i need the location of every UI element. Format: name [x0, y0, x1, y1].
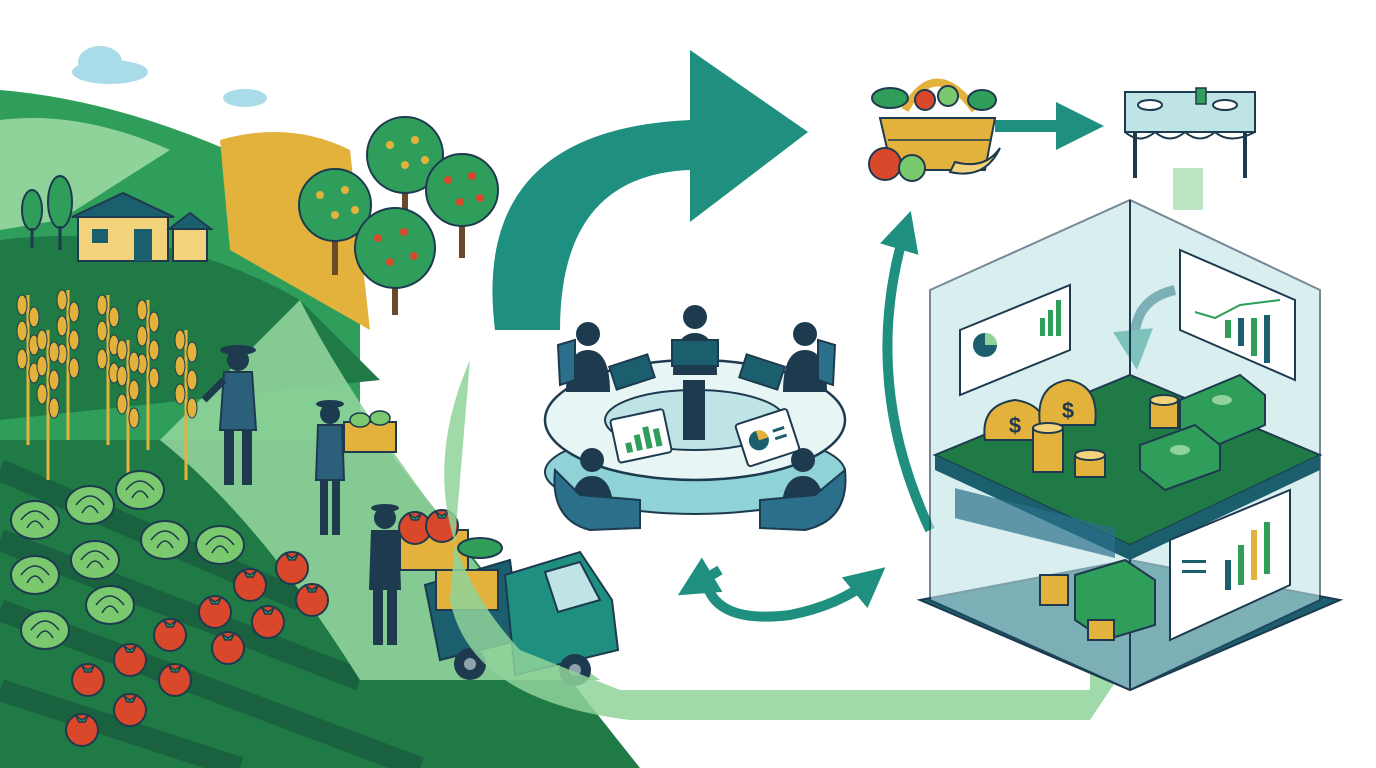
dining-table [1124, 87, 1256, 210]
cloud-icon [72, 46, 267, 107]
bar-chart-icon [625, 426, 663, 454]
harvest-workers [201, 345, 423, 645]
house-icon [71, 191, 214, 262]
tablet-bar-chart [609, 408, 673, 464]
money-bag-icon: $ [983, 398, 1047, 441]
big-flow-arrow [492, 50, 808, 330]
tree-icon [354, 207, 436, 315]
laptop-icon [608, 339, 786, 391]
table-icon [1124, 87, 1256, 178]
planning-meeting [543, 305, 847, 532]
dollar-sign: $ [1062, 398, 1074, 423]
coin-icon [1039, 574, 1069, 606]
light-hill [0, 118, 170, 230]
tree-icon [21, 175, 73, 250]
ground-floor-lobby [955, 488, 1156, 642]
farmer-icon [314, 400, 397, 535]
pie-chart-icon [973, 333, 997, 357]
orchard [298, 116, 499, 315]
dashboard-panel [1169, 488, 1291, 642]
connector-beam [1173, 168, 1203, 210]
cash-stack-icon [1139, 373, 1266, 492]
bar-chart-icon [1225, 522, 1270, 590]
farmer-icon [201, 345, 258, 485]
apple-icon [868, 147, 902, 181]
standing-person [683, 380, 705, 440]
dashboard-panel [1179, 248, 1296, 382]
bar-chart-icon [1225, 315, 1270, 363]
banana-icon [948, 147, 1001, 175]
food-basket [868, 78, 1001, 182]
money-bag-icon: $ [1038, 378, 1097, 426]
pie-chart-icon [748, 430, 769, 451]
coin-icon [1087, 619, 1115, 641]
finance-building: $ $ [916, 198, 1344, 692]
basket-icon [343, 410, 397, 453]
chair-icon [553, 338, 847, 532]
coin-icon [1032, 394, 1179, 478]
bar-chart-icon [1040, 300, 1061, 336]
dashboard-panel [959, 283, 1071, 397]
tree-icon [366, 116, 444, 225]
tablet-pie-chart [734, 408, 801, 468]
tree-icon [425, 153, 499, 258]
dollar-sign: $ [1009, 413, 1021, 438]
tree-icon [298, 168, 372, 275]
apple-icon [898, 154, 926, 182]
return-flow-path [444, 360, 1130, 720]
farmer-icon [369, 504, 423, 645]
